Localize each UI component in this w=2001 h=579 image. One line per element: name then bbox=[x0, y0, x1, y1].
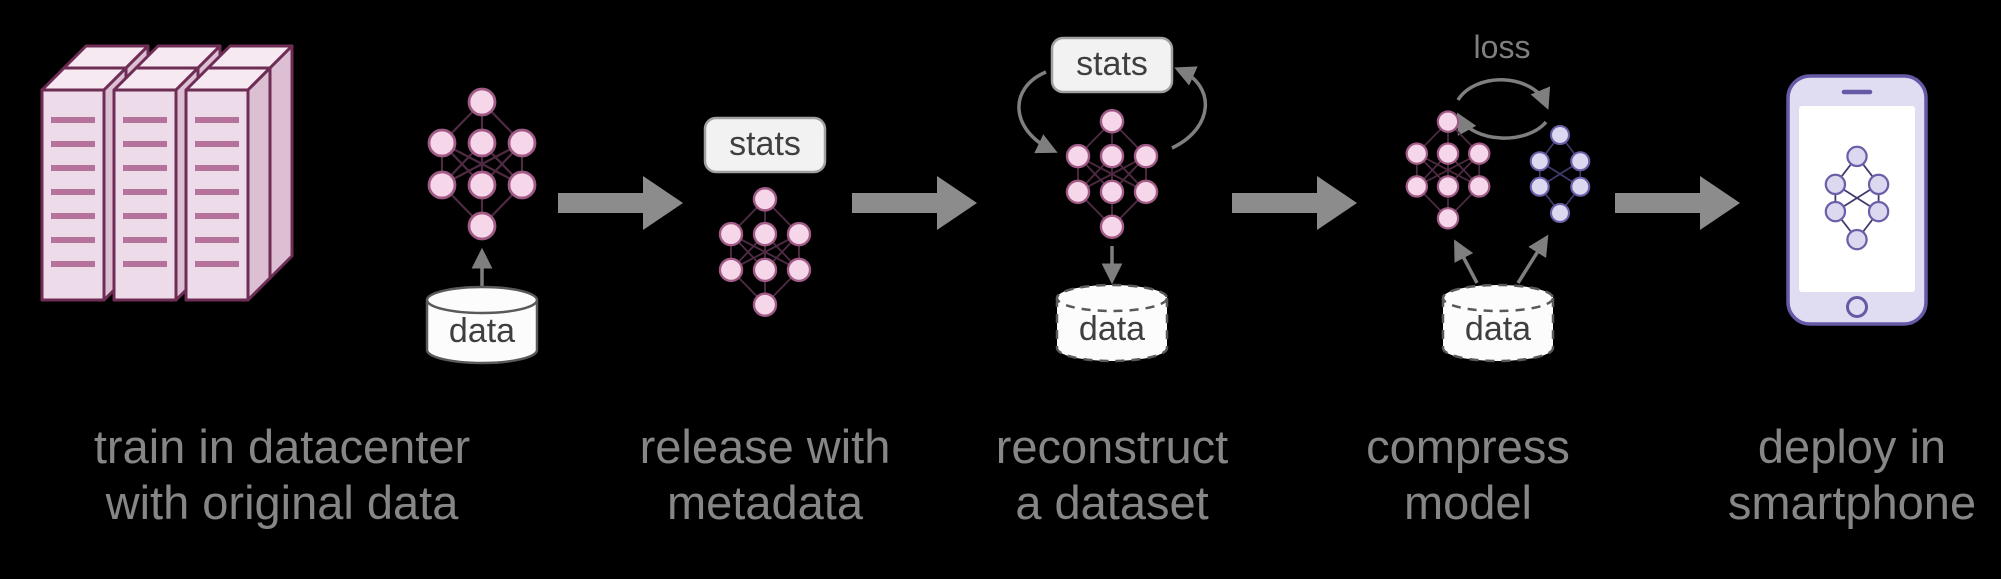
stats-badge-box bbox=[1050, 36, 1174, 94]
caption-reconstruct-line2: a dataset bbox=[1015, 476, 1208, 529]
data-label: data bbox=[449, 312, 515, 350]
stats-label: stats bbox=[1076, 45, 1148, 83]
data-cylinder: data bbox=[425, 285, 539, 365]
caption-train-line1: train in datacenter bbox=[94, 420, 470, 473]
loss-label: loss bbox=[1474, 29, 1531, 65]
compressed-model-icon bbox=[1529, 124, 1591, 224]
caption-train-line2: with original data bbox=[105, 476, 460, 529]
stats-badge-box bbox=[703, 116, 827, 174]
flow-arrow-1 bbox=[558, 176, 683, 230]
phone-home-button bbox=[1846, 296, 1868, 318]
caption-deploy-line1: deploy in bbox=[1758, 420, 1946, 473]
sampling-model-icon bbox=[1065, 109, 1159, 239]
flow-arrow-3 bbox=[1232, 176, 1357, 230]
data-to-student-arrow bbox=[1516, 234, 1549, 284]
data-to-teacher-arrow bbox=[1454, 239, 1479, 284]
stage-deploy: deploy in smartphone bbox=[1728, 74, 1976, 529]
smartphone-icon bbox=[1786, 74, 1928, 326]
server-tower-icon bbox=[186, 68, 270, 300]
stats-label: stats bbox=[729, 125, 801, 163]
caption-release-line1: release with bbox=[640, 420, 891, 473]
stage-compress: loss data compress model bbox=[1366, 29, 1591, 529]
released-model-icon bbox=[718, 187, 812, 317]
data-label: data bbox=[1465, 310, 1531, 348]
stage-release: stats release with metadata bbox=[640, 116, 891, 529]
caption-compress-line2: model bbox=[1404, 476, 1532, 529]
teacher-to-student-arc bbox=[1456, 78, 1551, 110]
trained-model-icon bbox=[427, 87, 537, 241]
stage-train: data train in datacenter with original d… bbox=[42, 46, 539, 529]
datacenter-servers-icon bbox=[42, 46, 292, 300]
stats-badge: stats bbox=[703, 116, 827, 174]
stage-reconstruct: stats data reconstruct a dataset bbox=[996, 36, 1228, 529]
caption-compress-line1: compress bbox=[1366, 420, 1570, 473]
teacher-model-icon bbox=[1405, 110, 1491, 230]
distill-data-cylinder: data bbox=[1441, 283, 1555, 363]
student-to-teacher-arc bbox=[1456, 112, 1548, 140]
stats-badge: stats bbox=[1050, 36, 1174, 94]
reconstructed-data-cylinder: data bbox=[1055, 283, 1169, 363]
caption-reconstruct-line1: reconstruct bbox=[996, 420, 1228, 473]
data-label: data bbox=[1079, 310, 1145, 348]
flow-arrow-4 bbox=[1615, 176, 1740, 230]
model-to-stats-arc bbox=[1171, 66, 1207, 150]
flow-arrow-2 bbox=[852, 176, 977, 230]
caption-release-line2: metadata bbox=[667, 476, 864, 529]
stats-to-model-arc bbox=[1017, 70, 1058, 154]
caption-deploy-line2: smartphone bbox=[1728, 476, 1976, 529]
